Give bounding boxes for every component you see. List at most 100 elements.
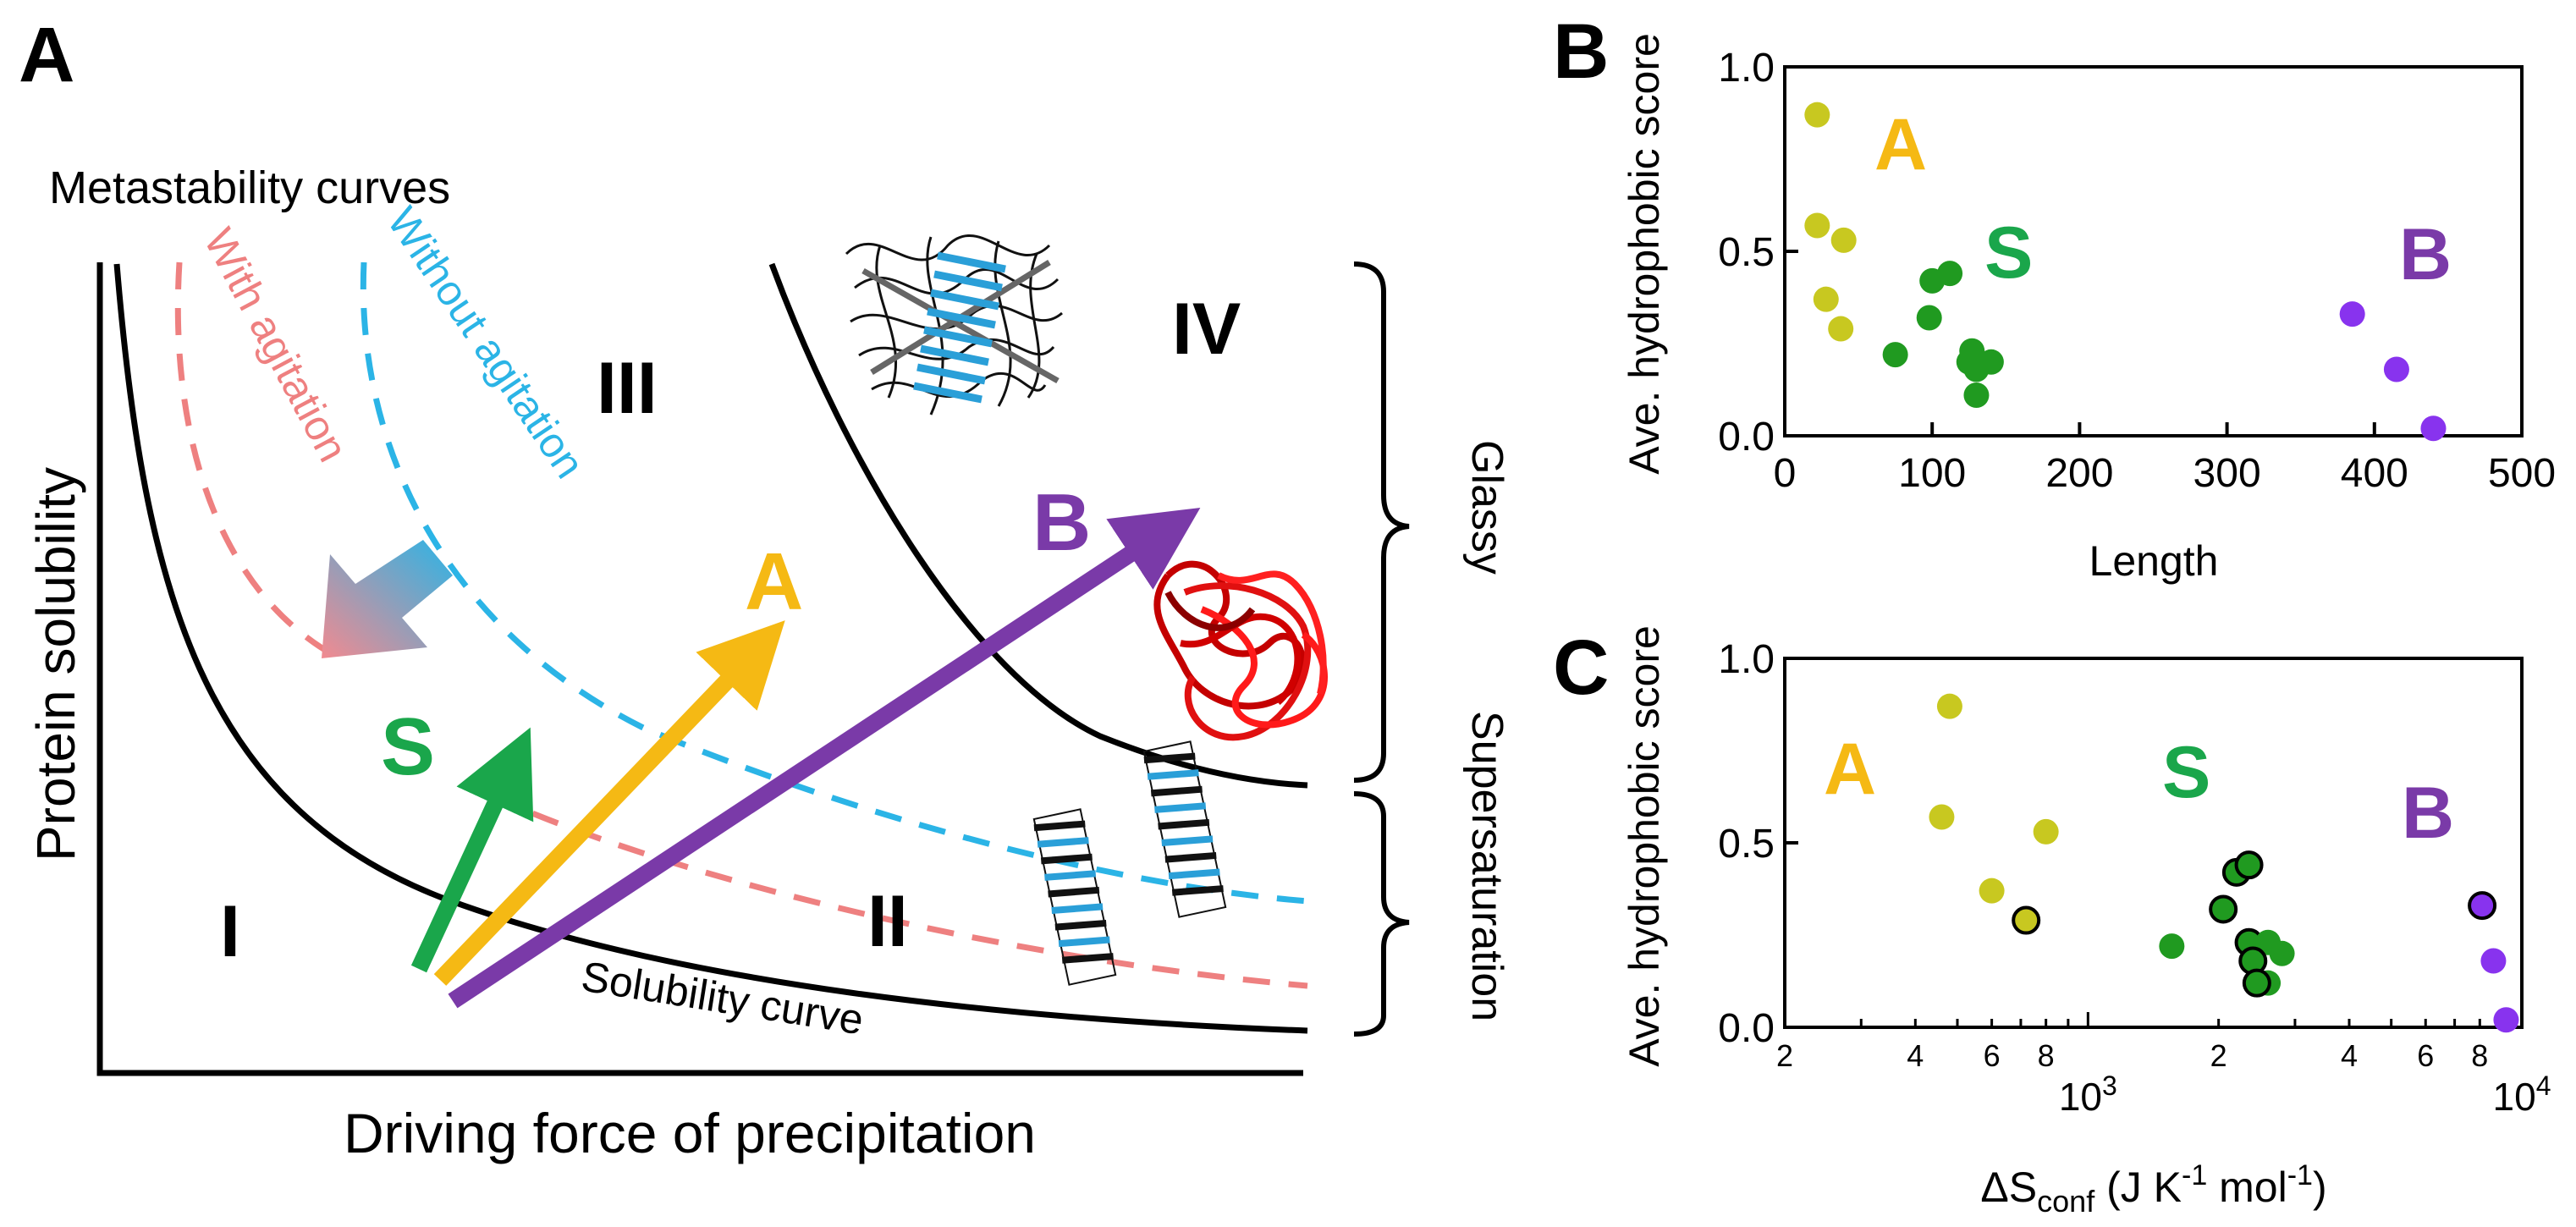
region-iii: III	[597, 348, 658, 429]
panel-c: C Ave. hydrophobic score ΔSconf (J K-1 m…	[1553, 625, 2551, 1219]
panel-c-point	[2159, 933, 2185, 960]
label-with-agitation: With agitation	[195, 221, 357, 470]
panel-b-point	[1813, 286, 1839, 312]
panel-c-xtick-minor-label: 4	[2341, 1038, 2358, 1073]
panel-b-point	[2383, 356, 2409, 382]
panel-c-yticks: 0.0 0.5 1.0	[1718, 637, 1798, 1051]
xtick-exp: 4	[2536, 1070, 2551, 1101]
label-glassy: Glassy	[1462, 440, 1511, 575]
panel-b-points	[1804, 102, 2447, 442]
panel-b-point	[1963, 382, 1990, 409]
brace-glassy	[1353, 261, 1410, 783]
fibril-illustration-2	[1142, 740, 1227, 918]
embedded-fibril-illustration	[913, 251, 1006, 404]
panel-c-point	[2468, 891, 2497, 921]
panel-c-point	[1979, 878, 2005, 904]
panel-c-label: C	[1553, 625, 1609, 711]
arrow-a-label: A	[745, 536, 803, 627]
panel-b-xtick-label: 500	[2488, 451, 2556, 496]
panel-b-ytick-label: 0.0	[1718, 415, 1775, 459]
panel-b-xtick-label: 200	[2045, 451, 2113, 496]
panel-c-group-b: B	[2402, 773, 2454, 854]
panel-c-point	[2242, 968, 2271, 998]
panel-b-xtick-label: 300	[2193, 451, 2261, 496]
panel-b-point	[1916, 305, 1942, 331]
xtick-exp: 3	[2102, 1070, 2117, 1101]
panel-c-ytick-label: 1.0	[1718, 637, 1775, 682]
label-supersaturation: Supersaturation	[1462, 711, 1511, 1021]
fibril-illustration-1	[1032, 808, 1117, 986]
panel-c-group-a: A	[1824, 729, 1876, 810]
arrow-s-label: S	[381, 702, 435, 792]
panel-c-xtick-minor-label: 8	[2038, 1038, 2055, 1073]
panel-c-xtick-minor-label: 6	[2417, 1038, 2434, 1073]
panel-a-xlabel: Driving force of precipitation	[344, 1102, 1036, 1164]
xlabel-rest: (J K	[2094, 1164, 2182, 1211]
panel-c-point	[2234, 850, 2264, 880]
glassy-boundary-curve	[768, 262, 1308, 789]
panel-b-ytick-label: 0.5	[1718, 230, 1775, 275]
panel-c-xtick-minor-label: 4	[1907, 1038, 1924, 1073]
xtick-base: 10	[2059, 1075, 2102, 1119]
panel-c-point	[2493, 1007, 2519, 1033]
panel-c-xtick-minor-label: 6	[1984, 1038, 2001, 1073]
panel-b-xtick-label: 0	[1774, 451, 1797, 496]
panel-c-xtick-major-label: 104	[2493, 1070, 2551, 1119]
arrow-b	[448, 507, 1201, 1009]
panel-b-xtick-label: 100	[1898, 451, 1966, 496]
label-without-agitation: Without agitation	[378, 199, 594, 487]
region-i: I	[220, 891, 240, 972]
amorphous-aggregate-illustration	[1153, 560, 1328, 741]
panel-c-point	[2012, 905, 2041, 935]
panel-b-group-b: B	[2399, 214, 2452, 295]
panel-c-point	[1936, 693, 1962, 719]
arrow-b-label: B	[1032, 477, 1091, 568]
xlabel-mid: mol	[2207, 1164, 2287, 1211]
panel-b-xlabel: Length	[2089, 537, 2219, 585]
panel-b-point	[2420, 415, 2447, 442]
xlabel-delta-s: ΔS	[1980, 1164, 2037, 1211]
panel-b-point	[1963, 356, 1990, 382]
panel-a-axes	[96, 262, 1303, 1076]
panel-c-xtick-minor-label: 2	[1776, 1038, 1793, 1073]
panel-c-group-s: S	[2162, 732, 2210, 813]
panel-c-ylabel: Ave. hydrophobic score	[1621, 625, 1668, 1067]
panel-b-point	[2339, 301, 2365, 327]
panel-b-group-s: S	[1984, 212, 2033, 294]
panel-b-point	[1828, 316, 1854, 342]
panel-c-point	[2209, 894, 2238, 924]
label-solubility-curve: Solubility curve	[578, 953, 867, 1044]
xtick-base: 10	[2493, 1075, 2536, 1119]
xlabel-sup1: -1	[2182, 1159, 2207, 1191]
agitation-shift-arrow	[322, 540, 453, 658]
panel-a-ylabel: Protein solubility	[25, 467, 86, 861]
panel-c-ytick-label: 0.5	[1718, 822, 1775, 867]
panel-b-point	[1804, 212, 1830, 239]
panel-b-point	[1882, 342, 1908, 368]
region-ii: II	[867, 881, 908, 962]
brace-supersaturation	[1353, 791, 1410, 1037]
panel-c-point	[2033, 818, 2059, 845]
solubility-curve	[113, 263, 1308, 1034]
xlabel-end: )	[2313, 1164, 2327, 1211]
panel-c-point	[2255, 929, 2282, 955]
panel-c-points	[1929, 693, 2519, 1033]
panel-b-point	[1830, 227, 1857, 253]
panel-c-point	[1929, 804, 1955, 830]
panel-b-yticks: 0.0 0.5 1.0	[1718, 46, 1798, 459]
panel-b: B Ave. hydrophobic score Length 0.00.51.…	[1553, 8, 2556, 585]
metastability-without-agitation	[360, 261, 1308, 905]
panel-b-xtick-label: 400	[2341, 451, 2408, 496]
panel-b-ytick-label: 1.0	[1718, 46, 1775, 91]
panel-c-xtick-minor-label: 8	[2471, 1038, 2488, 1073]
panel-c-xtick-major-label: 103	[2059, 1070, 2117, 1119]
xlabel-sup2: -1	[2287, 1159, 2313, 1191]
panel-b-group-a: A	[1874, 104, 1927, 185]
panel-a-label: A	[19, 12, 74, 98]
panel-b-xticks: 0 100 200 300 400 500	[1774, 422, 2556, 496]
panel-c-xlabel: ΔSconf (J K-1 mol-1)	[1980, 1159, 2326, 1219]
panel-c-ytick-label: 0.0	[1718, 1006, 1775, 1051]
